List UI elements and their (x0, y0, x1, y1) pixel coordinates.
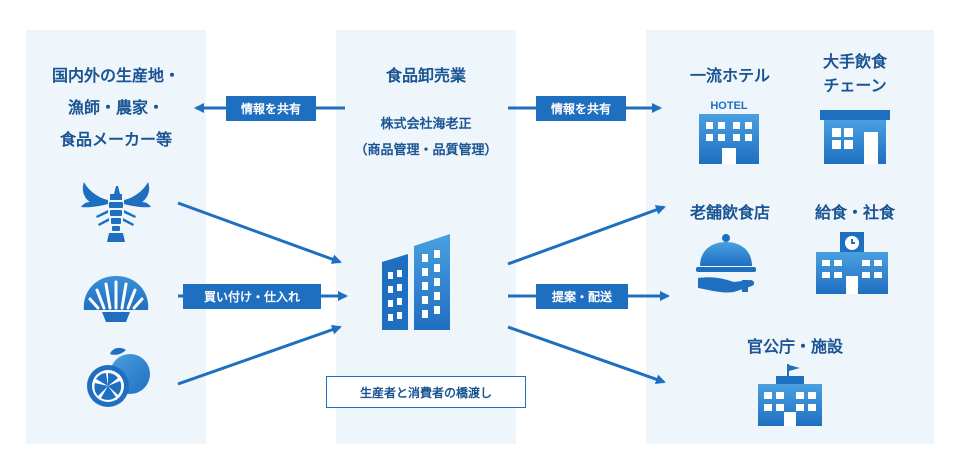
purchase-tag: 買い付け・仕入れ (183, 284, 321, 309)
hotel-sign: HOTEL (710, 100, 748, 112)
customers-panel (646, 30, 934, 444)
office-buildings-icon (382, 234, 450, 330)
chain-label-line-1: 大手飲食 (822, 52, 887, 71)
outflow-arrow-bottom (507, 325, 666, 385)
share-info-tag-right: 情報を共有 (536, 96, 626, 121)
cloche-icon (696, 234, 756, 293)
catering-label: 給食・社食 (814, 203, 895, 222)
producers-title-line-2: 漁師・農家・ (67, 98, 164, 117)
school-building-icon (816, 232, 888, 294)
lobster-icon (81, 182, 151, 242)
chain-store-icon (820, 110, 890, 164)
bridge-note: 生産者と消費者の橋渡し (326, 376, 526, 408)
inflow-arrow-bottom (177, 324, 342, 386)
government-building-icon (758, 364, 822, 426)
hotel-icon: HOTEL (699, 100, 759, 164)
wholesale-panel (336, 30, 516, 444)
company-dept: （商品管理・品質管理） (354, 143, 498, 158)
hotel-label: 一流ホテル (689, 66, 770, 85)
share-info-tag-left: 情報を共有 (226, 96, 316, 121)
scallop-icon (83, 276, 149, 322)
citrus-icon (87, 347, 150, 407)
wholesale-title: 食品卸売業 (385, 66, 466, 85)
delivery-tag: 提案・配送 (536, 284, 628, 309)
producers-title-line-3: 食品メーカー等 (59, 130, 172, 149)
producers-title-line-1: 国内外の生産地・ (51, 66, 180, 85)
inflow-arrow-top (177, 201, 342, 264)
government-label: 官公庁・施設 (746, 337, 843, 356)
restaurant-label: 老舗飲食店 (689, 203, 770, 222)
outflow-arrow-top (507, 205, 666, 266)
chain-label-line-2: チェーン (823, 76, 887, 95)
company-name: 株式会社海老正 (380, 117, 472, 132)
